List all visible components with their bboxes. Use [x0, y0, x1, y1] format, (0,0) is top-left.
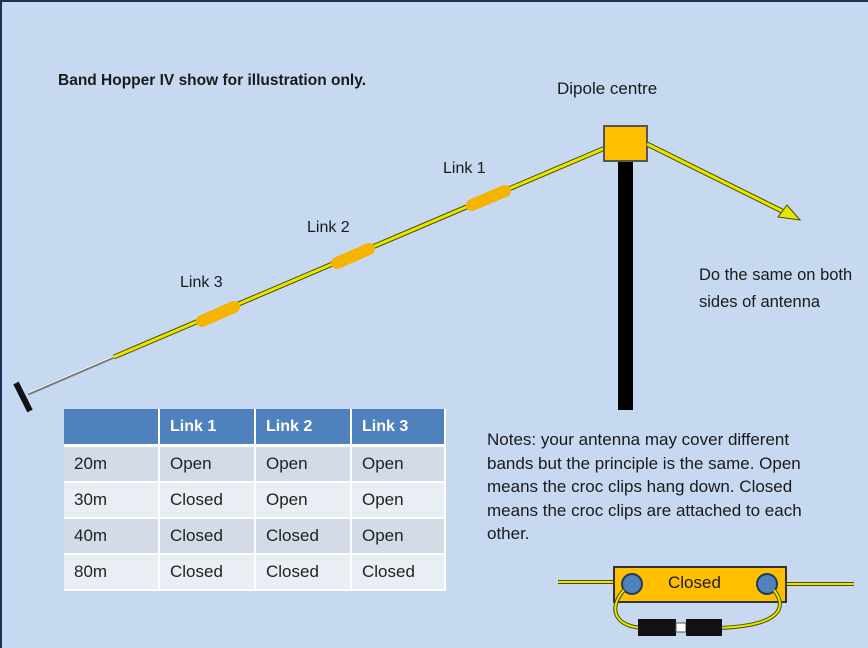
table-header-cell	[64, 409, 160, 447]
table-cell: Closed	[256, 519, 352, 555]
table-row: 40m Closed Closed Open	[64, 519, 446, 555]
table-cell: Open	[256, 447, 352, 483]
table-cell: Open	[160, 447, 256, 483]
croc-clip-left	[638, 619, 676, 636]
link-1-label: Link 1	[443, 160, 486, 177]
table-header-row: Link 1 Link 2 Link 3	[64, 409, 446, 447]
band-cell: 80m	[64, 555, 160, 591]
table-cell: Closed	[160, 519, 256, 555]
link-1-marker	[466, 185, 511, 211]
table-cell: Closed	[256, 555, 352, 591]
left-terminal-icon	[621, 573, 643, 595]
croc-clip-joint	[675, 622, 687, 633]
table-cell: Closed	[160, 483, 256, 519]
diagram-title: Band Hopper IV show for illustration onl…	[58, 72, 367, 89]
link-3-label: Link 3	[180, 274, 223, 291]
link-2-marker	[331, 243, 375, 269]
antenna-end-insulator	[13, 381, 33, 413]
link-3-marker	[196, 301, 240, 327]
link-2-label: Link 2	[307, 219, 350, 236]
table-header-cell: Link 2	[256, 409, 352, 447]
band-cell: 30m	[64, 483, 160, 519]
table-header-cell: Link 3	[352, 409, 446, 447]
closed-link-label: Closed	[668, 573, 721, 592]
end-rope	[27, 355, 115, 396]
table-cell: Closed	[352, 555, 446, 591]
table-row: 80m Closed Closed Closed	[64, 555, 446, 591]
croc-clip-right	[686, 619, 722, 636]
table-row: 20m Open Open Open	[64, 447, 446, 483]
dipole-centre-box	[603, 125, 648, 162]
closed-link-illustration	[558, 566, 854, 636]
table-cell: Open	[352, 519, 446, 555]
table-cell: Closed	[160, 555, 256, 591]
table-header-cell: Link 1	[160, 409, 256, 447]
arrowhead-icon	[777, 204, 802, 221]
mast	[618, 160, 633, 410]
right-wire	[646, 142, 793, 218]
table-row: 30m Closed Open Open	[64, 483, 446, 519]
table-cell: Open	[256, 483, 352, 519]
notes-text: Notes: your antenna may cover different …	[487, 430, 802, 543]
table-cell: Open	[352, 483, 446, 519]
right-terminal-icon	[756, 573, 778, 595]
side-note: Do the same on both sides of antenna	[699, 266, 853, 311]
band-cell: 40m	[64, 519, 160, 555]
end-rope-highlight	[27, 355, 115, 394]
band-link-table: Link 1 Link 2 Link 3 20m Open Open Open …	[64, 409, 446, 591]
band-cell: 20m	[64, 447, 160, 483]
dipole-centre-label: Dipole centre	[557, 79, 658, 98]
table-cell: Open	[352, 447, 446, 483]
